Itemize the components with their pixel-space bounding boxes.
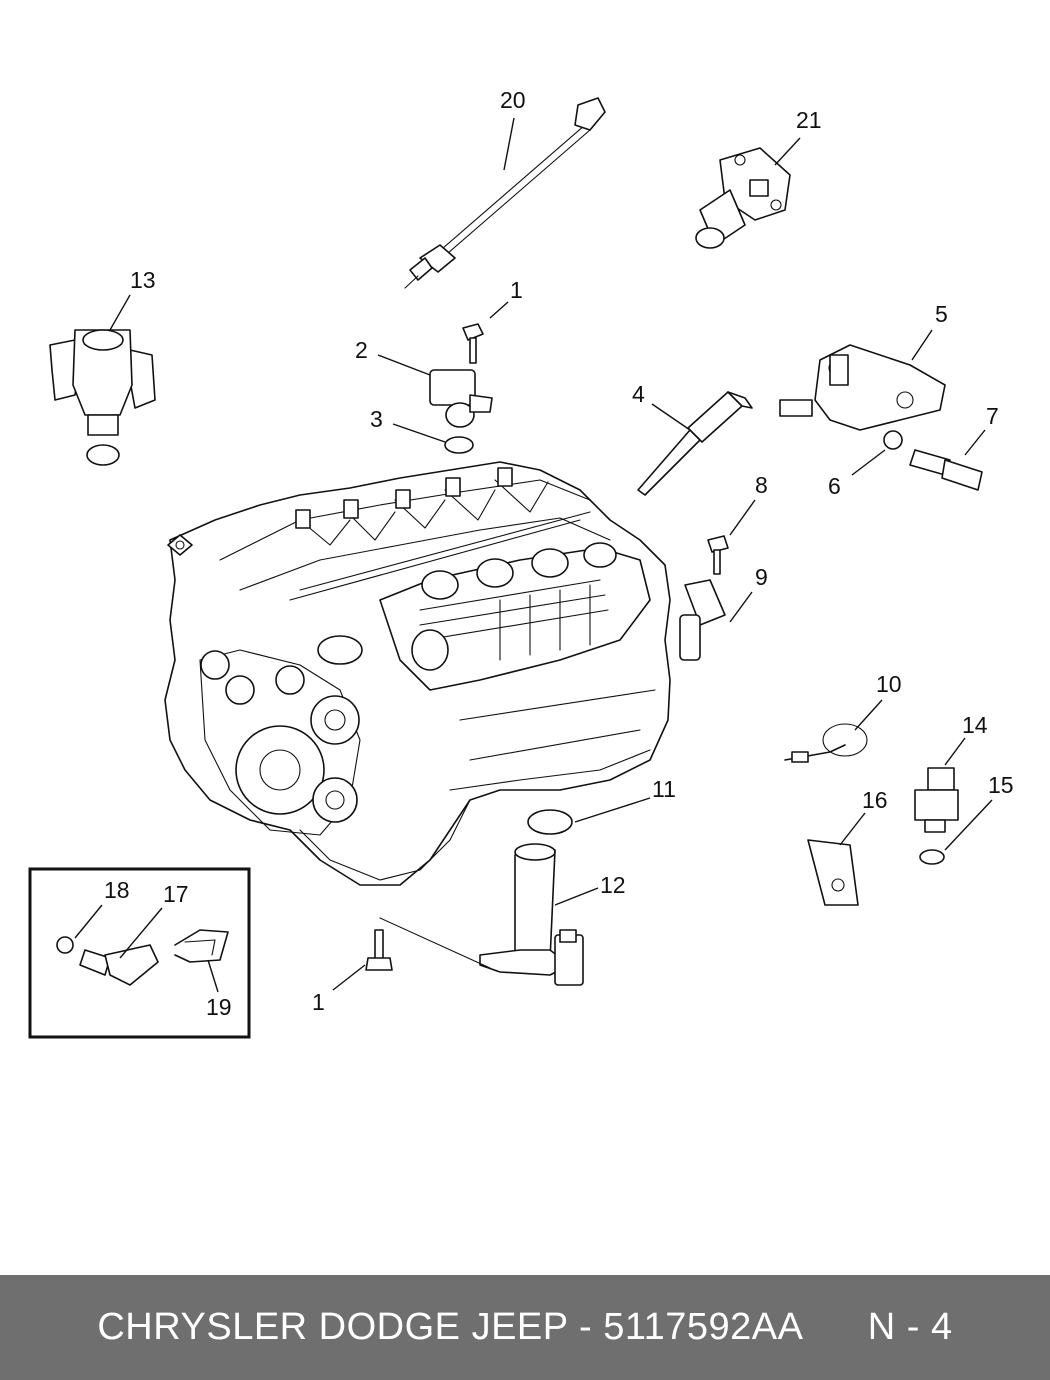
callout-11: 11 xyxy=(652,776,676,802)
sensor-14 xyxy=(914,767,959,833)
sensor-9 xyxy=(679,579,726,661)
o-ring-3 xyxy=(444,436,474,454)
glow-plug-4 xyxy=(637,391,753,496)
callout-8: 8 xyxy=(755,472,768,498)
callout-3: 3 xyxy=(370,406,383,432)
bolt-8 xyxy=(707,535,729,575)
callout-12: 12 xyxy=(600,872,626,898)
washer-15 xyxy=(919,849,945,865)
sensor-17 xyxy=(79,944,159,986)
callout-15: 15 xyxy=(988,772,1014,798)
footer-caption: CHRYSLER DODGE JEEP - 5117592AA N - 4 xyxy=(0,1275,1050,1380)
clip-19 xyxy=(174,929,229,963)
callout-7: 7 xyxy=(986,403,999,429)
callout-4: 4 xyxy=(632,381,645,407)
oxygen-sensor-20 xyxy=(404,97,606,289)
callout-17: 17 xyxy=(163,881,189,907)
parts-diagram: 20 21 13 1 2 3 4 5 6 7 8 9 10 14 15 16 1… xyxy=(28,87,1014,1039)
inset-detail xyxy=(28,867,251,1039)
callout-2: 2 xyxy=(355,337,368,363)
callout-5: 5 xyxy=(935,301,948,327)
callout-6: 6 xyxy=(828,473,841,499)
callout-9: 9 xyxy=(755,564,768,590)
sensor-2 xyxy=(429,369,493,428)
sensor-21 xyxy=(695,147,791,249)
outlet-housing-5 xyxy=(779,344,946,431)
callout-14: 14 xyxy=(962,712,988,738)
callout-21: 21 xyxy=(796,107,822,133)
bracket-16 xyxy=(807,839,859,906)
o-ring-18 xyxy=(56,936,74,954)
callout-1-lower: 1 xyxy=(312,989,325,1015)
o-ring-11 xyxy=(527,809,573,835)
page-reference: N - 4 xyxy=(867,1306,953,1348)
callout-1-upper: 1 xyxy=(510,277,523,303)
cable-tie-10 xyxy=(784,723,868,763)
callout-10: 10 xyxy=(876,671,902,697)
callout-20: 20 xyxy=(500,87,526,113)
footer-bar: CHRYSLER DODGE JEEP - 5117592AA N - 4 xyxy=(0,1275,1050,1380)
callout-18: 18 xyxy=(104,877,130,903)
callout-labels: 20 21 13 1 2 3 4 5 6 7 8 9 10 14 15 16 1… xyxy=(104,87,1014,1020)
callout-19: 19 xyxy=(206,994,232,1020)
engine-assembly xyxy=(164,461,671,886)
callout-13: 13 xyxy=(130,267,156,293)
sensor-13 xyxy=(49,329,156,466)
sensor-12 xyxy=(379,843,584,986)
sensor-7 xyxy=(909,449,983,491)
bolt-1-lower xyxy=(365,929,393,971)
callout-16: 16 xyxy=(862,787,888,813)
part-number-label: CHRYSLER DODGE JEEP - 5117592AA xyxy=(97,1306,802,1348)
leader-lines xyxy=(74,117,993,993)
bolt-1-upper xyxy=(462,323,484,364)
footer-spacer xyxy=(801,1306,867,1348)
washer-6 xyxy=(883,430,903,450)
